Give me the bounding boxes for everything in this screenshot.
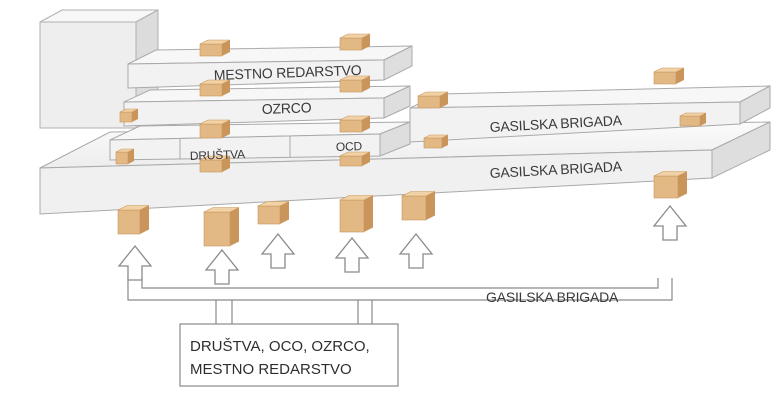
- connector-block: [115, 148, 135, 165]
- support-pillar: [257, 201, 290, 225]
- slab-drustva-ocd: [109, 121, 411, 161]
- slab-gasilska-upper: [409, 85, 771, 143]
- support-pillar: [203, 207, 240, 247]
- support-pillar: [401, 191, 436, 221]
- label-mestno-redarstvo: MESTNO REDARSTVO: [214, 62, 362, 83]
- up-arrow-icon: [260, 232, 296, 269]
- legend-box: DRUŠTVA, OCO, OZRCO, MESTNO REDARSTVO: [179, 300, 399, 387]
- slab-mestno-redarstvo: [127, 45, 413, 89]
- support-pillar: [653, 171, 688, 199]
- up-arrow-icon: [204, 248, 240, 285]
- support-pillar: [117, 205, 150, 235]
- connector-block: [417, 91, 449, 109]
- connector-block: [339, 75, 371, 93]
- connector-block: [339, 115, 371, 133]
- slab-ozrco: [123, 85, 411, 127]
- connector-block: [199, 39, 231, 57]
- connector-block: [339, 33, 371, 51]
- connector-block: [199, 79, 231, 97]
- label-gasilska-arrow: GASILSKA BRIGADA: [486, 289, 619, 305]
- label-gasilska-lower: GASILSKA BRIGADA: [489, 158, 623, 181]
- up-arrows: [117, 204, 688, 285]
- up-arrow-icon: [398, 232, 434, 269]
- support-pillar: [339, 195, 374, 233]
- connector-block: [199, 119, 231, 139]
- label-drustva: DRUŠTVA: [190, 146, 246, 163]
- connector-block: [653, 67, 685, 85]
- label-gasilska-upper: GASILSKA BRIGADA: [489, 112, 623, 135]
- connector-block: [199, 155, 231, 173]
- connector-block: [119, 108, 139, 123]
- label-ocd: OCD: [336, 139, 363, 154]
- legend-line-2: MESTNO REDARSTVO: [190, 361, 352, 378]
- connector-blocks: [115, 33, 707, 173]
- support-pillars: [117, 171, 688, 247]
- legend-line-1: DRUŠTVA, OCO, OZRCO,: [190, 338, 370, 355]
- arrow-network: [127, 278, 673, 301]
- label-ozrco: OZRCO: [262, 99, 312, 117]
- connector-block: [339, 151, 371, 167]
- connector-block: [679, 112, 707, 127]
- up-arrow-icon: [334, 236, 370, 273]
- connector-block: [423, 134, 449, 149]
- up-arrow-icon: [117, 244, 153, 281]
- up-arrow-icon: [652, 204, 688, 241]
